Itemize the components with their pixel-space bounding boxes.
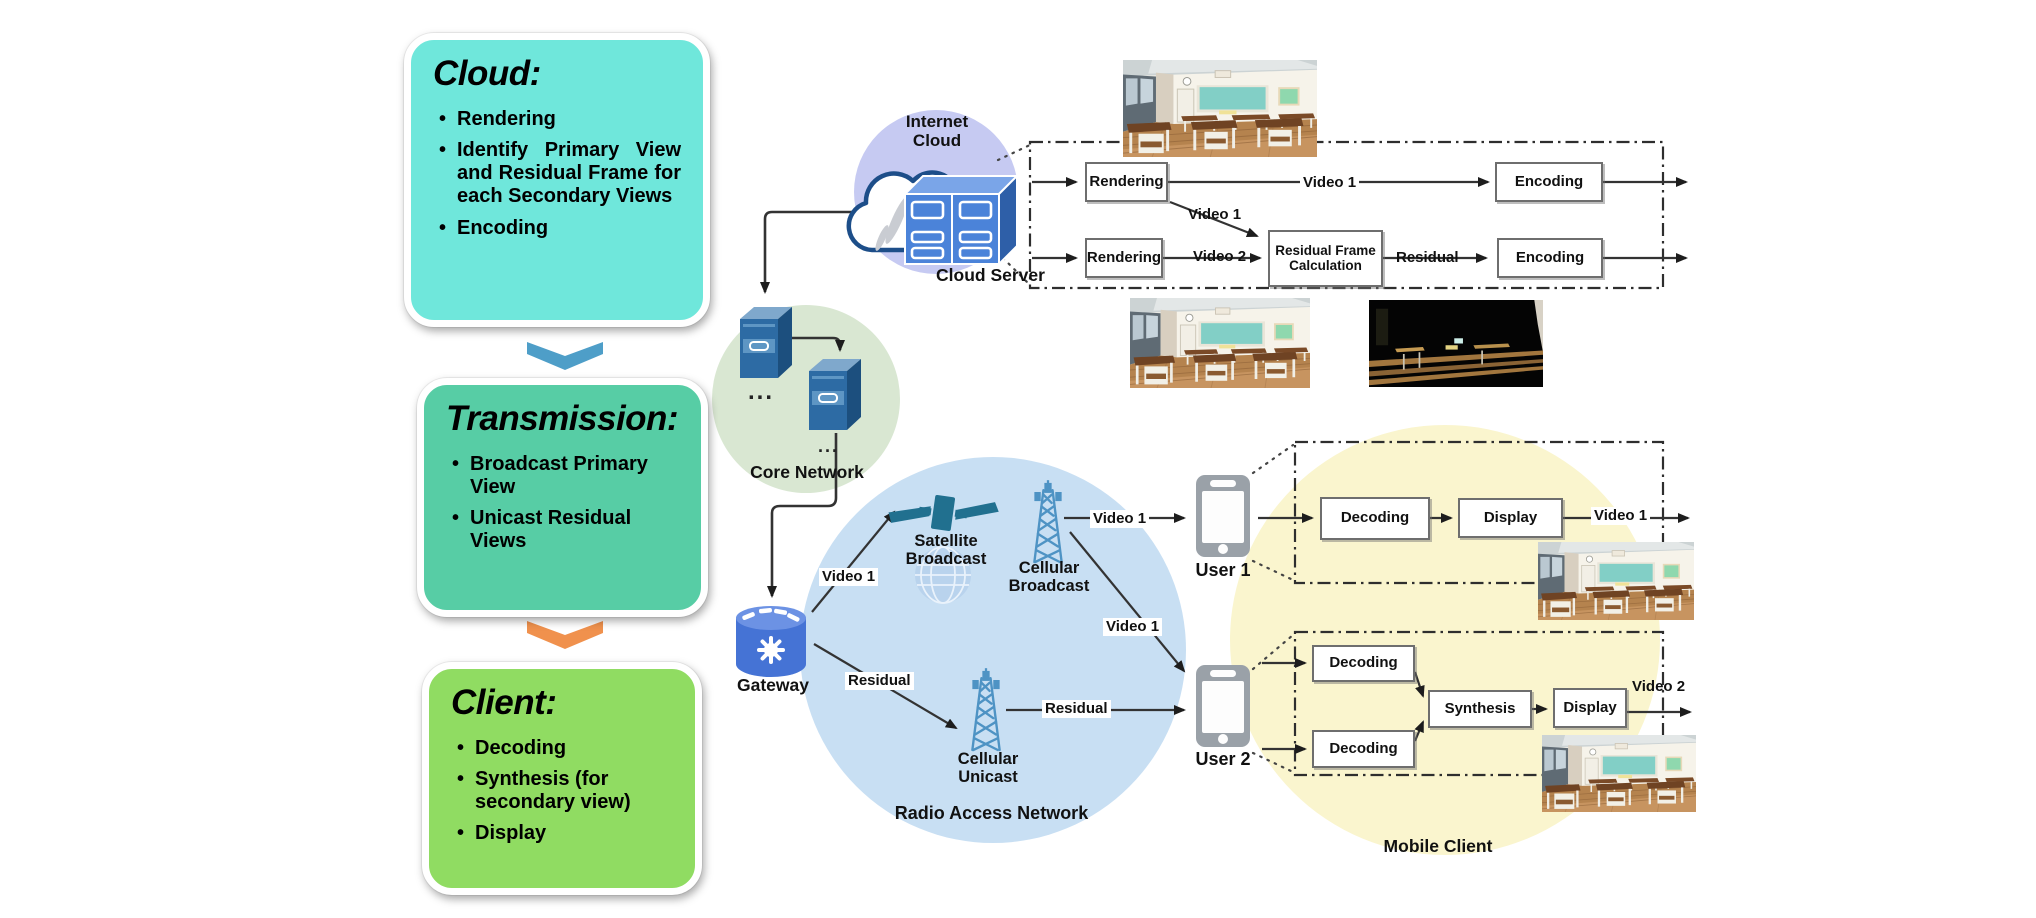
bullet: Broadcast Primary View [446,453,679,499]
rendered-view1-thumbnail [1123,60,1317,157]
cloud-flow-border [1028,140,1665,290]
user2-display-thumbnail [1540,735,1698,812]
user1-output-label: Video 1 [1591,507,1651,525]
gateway-icon [736,606,806,677]
stage-arrow-transmission-to-client [527,621,603,649]
bullet: Rendering [433,108,681,131]
user1-phone-icon [1196,475,1250,557]
stage-box-transmission: Transmission: Broadcast Primary View Uni… [417,378,708,617]
cellular-broadcast-label: Cellular Broadcast [1008,559,1090,596]
internet-cloud-label: Internet Cloud [905,112,969,151]
user2-synthesis-box: Synthesis [1428,690,1532,728]
gateway-label: Gateway [737,675,809,695]
mobile-client-label: Mobile Client [1383,836,1493,856]
bullet: Identify Primary View and Residual Frame… [433,139,681,209]
core-ellipsis-2: ... [818,436,840,456]
gateway-unicast-link-label: Residual [845,672,914,690]
broadcast-user1-link-label: Video 1 [1090,510,1150,528]
stage-box-client: Client: Decoding Synthesis (for secondar… [422,662,702,895]
bullet: Synthesis (for secondary view) [451,768,673,814]
bullet: Decoding [451,737,673,760]
user2-decoding-bottom-box: Decoding [1312,730,1415,768]
encoding-top-box: Encoding [1495,162,1603,202]
bullet: Encoding [433,217,681,240]
core-server-icon-2 [809,359,861,430]
dotted-connectors [996,143,1295,774]
satellite-icon [888,495,999,531]
rendering-bottom-box: Rendering [1085,238,1163,278]
encoding-bottom-box: Encoding [1497,238,1603,278]
user1-decoding-box: Decoding [1320,497,1430,540]
unicast-user2-link-label: Residual [1042,700,1111,718]
bullet: Unicast Residual Views [446,507,679,553]
video1-top-label: Video 1 [1300,174,1360,192]
cloud-server-label: Cloud Server [936,265,1045,285]
user2-decoding-top-box: Decoding [1312,645,1415,682]
residual-label: Residual [1396,249,1459,266]
user2-display-box: Display [1553,688,1627,728]
stage-arrow-cloud-to-transmission [527,342,603,370]
user1-flow-border [1293,440,1665,585]
globe-icon [915,546,971,604]
stage-title-cloud: Cloud: [433,54,541,93]
user1-display-thumbnail [1536,542,1696,620]
user2-phone-icon [1196,665,1250,747]
bullet: Display [451,822,673,845]
stage-bullets-cloud: Rendering Identify Primary View and Resi… [433,108,681,240]
stage-title-transmission: Transmission: [446,399,679,438]
user2-output-label: Video 2 [1632,678,1686,695]
rendered-view2-thumbnail [1128,298,1312,388]
residual-frame-thumbnail [1368,300,1544,387]
satellite-broadcast-label: Satellite Broadcast [905,532,987,569]
stage-title-client: Client: [451,683,557,722]
radio-access-network-label: Radio Access Network [894,803,1089,823]
rendering-top-box: Rendering [1085,162,1168,202]
stage-box-cloud: Cloud: Rendering Identify Primary View a… [404,33,710,327]
cellular-unicast-label: Cellular Unicast [957,750,1019,787]
broadcast-user2-link-label: Video 1 [1103,618,1163,636]
radio-access-network-circle [800,457,1186,843]
stage-bullets-transmission: Broadcast Primary View Unicast Residual … [446,453,679,554]
user2-label: User 2 [1195,749,1251,769]
core-server-icon-1 [740,307,792,378]
user1-display-box: Display [1458,498,1563,538]
user1-label: User 1 [1195,560,1251,580]
video2-label: Video 2 [1193,248,1247,265]
residual-frame-calculation-box: Residual Frame Calculation [1268,230,1383,287]
cloud-server-icon [846,170,1020,267]
video1-diagonal-label: Video 1 [1188,206,1242,223]
core-ellipsis: ... [748,378,775,405]
flow-group-borders [1028,140,1665,777]
stage-bullets-client: Decoding Synthesis (for secondary view) … [451,737,673,846]
user2-flow-border [1293,630,1665,777]
core-network-label: Core Network [750,462,864,482]
gateway-satellite-link-label: Video 1 [819,568,879,586]
backbone-arrows [760,210,853,598]
